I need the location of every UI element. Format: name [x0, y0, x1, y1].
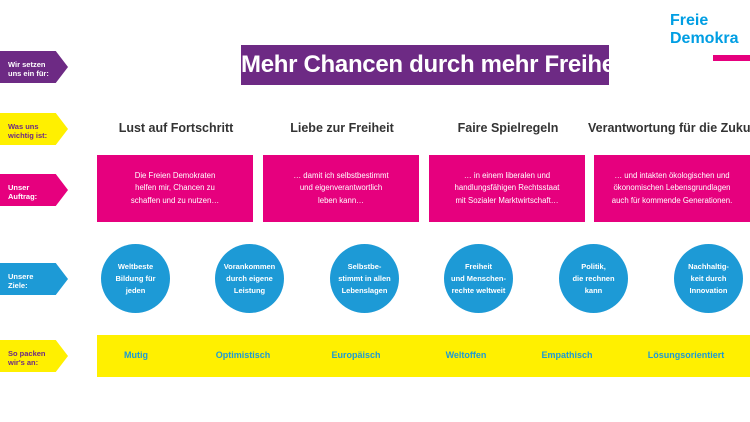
attribute-empathisch: Empathisch — [541, 350, 593, 360]
ziel-circle-3-line-2: stimmt in allen — [338, 273, 391, 283]
attribute-mutig: Mutig — [124, 350, 148, 360]
auftrag-box-1-line-1: Die Freien Demokraten — [134, 170, 216, 180]
row-label-ziele-line-2: Ziele: — [8, 280, 28, 290]
ziel-circle-5-line-1: Politik, — [581, 261, 606, 271]
row-label-was-uns-line-2: wichtig ist: — [8, 130, 48, 140]
row-label-auftrag: Unser Auftrag: — [0, 174, 68, 206]
page-title: Mehr Chancen durch mehr Freiheit — [241, 45, 629, 85]
ziel-circle-4-line-1: Freiheit — [464, 261, 493, 271]
auftrag-box-4: … und intakten ökologischen und ökonomis… — [594, 155, 750, 222]
ziel-circle-2-line-1: Vorankommen — [223, 261, 276, 271]
ziel-circle-4-line-2: und Menschen- — [450, 273, 506, 283]
attribute-europaeisch: Europäisch — [331, 350, 381, 360]
row-label-was-uns: Was uns wichtig ist: — [0, 113, 68, 145]
ziel-circle-1-line-1: Weltbeste — [117, 261, 154, 271]
row-label-wir-setzen-line-1: Wir setzen — [8, 59, 46, 69]
row-label-auftrag-line-2: Auftrag: — [8, 191, 38, 201]
logo-line-1: Freie — [670, 12, 709, 29]
row-label-auftrag-line-1: Unser — [8, 182, 30, 192]
auftrag-box-4-line-1: … und intakten ökologischen und — [614, 170, 730, 180]
ziel-circle-6: Nachhaltig- keit durch Innovation — [674, 244, 743, 313]
auftrag-box-1-line-2: helfen mir, Chancen zu — [135, 183, 215, 193]
row-label-packen-line-1: So packen — [8, 348, 46, 358]
auftrag-box-3-line-3: mit Sozialer Marktwirtschaft… — [455, 195, 559, 205]
row-label-packen: So packen wir's an: — [0, 340, 68, 372]
attribute-strip — [97, 335, 750, 377]
ziel-circle-1-line-3: jeden — [125, 285, 146, 295]
auftrag-box-2-line-3: leben kann… — [318, 195, 364, 205]
auftrag-box-1-line-3: schaffen und zu nutzen… — [130, 195, 220, 205]
row-label-packen-line-2: wir's an: — [8, 357, 39, 367]
ziel-circle-2: Vorankommen durch eigene Leistung — [215, 244, 284, 313]
ziel-circle-3-line-1: Selbstbe- — [347, 261, 382, 271]
heading-lust-auf-fortschritt: Lust auf Fortschritt — [118, 121, 234, 135]
auftrag-box-4-line-2: ökonomischen Lebensgrundlagen — [613, 183, 731, 193]
ziel-circle-6-line-3: Innovation — [689, 285, 728, 295]
auftrag-box-4-line-3: auch für kommende Generationen. — [611, 195, 733, 205]
auftrag-box-3-line-1: … in einem liberalen und — [463, 170, 551, 180]
ziel-circle-3-line-3: Lebenslagen — [341, 285, 388, 295]
row-label-ziele-line-1: Unsere — [8, 271, 34, 281]
row-label-wir-setzen: Wir setzen uns ein für: — [0, 51, 68, 83]
ziel-circle-5-line-3: kann — [584, 285, 603, 295]
ziel-circle-4: Freiheit und Menschen- rechte weltweit — [444, 244, 513, 313]
ziel-circle-6-line-2: keit durch — [690, 273, 727, 283]
ziel-circle-5-line-2: die rechnen — [572, 273, 615, 283]
ziel-circle-4-line-3: rechte weltweit — [451, 285, 506, 295]
ziel-circle-3: Selbstbe- stimmt in allen Lebenslagen — [330, 244, 399, 313]
attribute-loesungsorientiert: Lösungsorientiert — [647, 350, 725, 360]
logo-bar — [713, 55, 750, 61]
row-label-wir-setzen-line-2: uns ein für: — [8, 68, 49, 78]
attribute-optimistisch: Optimistisch — [215, 350, 271, 360]
ziel-circle-1: Weltbeste Bildung für jeden — [101, 244, 170, 313]
auftrag-box-2-line-1: … damit ich selbstbestimmt — [293, 170, 389, 180]
auftrag-box-2: … damit ich selbstbestimmt und eigenvera… — [263, 155, 419, 222]
auftrag-box-2-line-2: und eigenverantwortlich — [299, 183, 383, 193]
heading-liebe-zur-freiheit: Liebe zur Freiheit — [290, 121, 394, 135]
auftrag-box-1: Die Freien Demokraten helfen mir, Chance… — [97, 155, 253, 222]
fdp-logo: Freie Demokra — [670, 12, 750, 62]
row-label-ziele: Unsere Ziele: — [0, 263, 68, 295]
auftrag-box-3: … in einem liberalen und handlungsfähige… — [429, 155, 585, 222]
heading-verantwortung: Verantwortung für die Zukunft — [588, 121, 750, 135]
ziel-circle-2-line-2: durch eigene — [226, 273, 273, 283]
row-label-was-uns-line-1: Was uns — [8, 121, 39, 131]
auftrag-box-3-line-2: handlungsfähigen Rechtsstaat — [454, 183, 560, 193]
heading-faire-spielregeln: Faire Spielregeln — [457, 121, 559, 135]
ziel-circle-1-line-2: Bildung für — [115, 273, 156, 283]
ziel-circle-5: Politik, die rechnen kann — [559, 244, 628, 313]
ziel-circle-2-line-3: Leistung — [233, 285, 266, 295]
ziel-circle-6-line-1: Nachhaltig- — [688, 261, 729, 271]
attribute-weltoffen: Weltoffen — [445, 350, 487, 360]
logo-line-2: Demokra — [670, 30, 739, 47]
